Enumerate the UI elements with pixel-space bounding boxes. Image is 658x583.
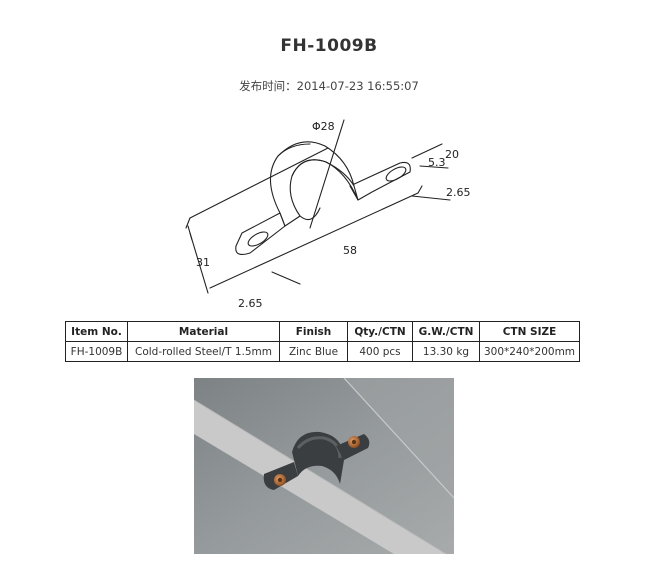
spec-table: Item No. Material Finish Qty./CTN G.W./C… (65, 321, 580, 362)
header-gw-ctn: G.W./CTN (412, 321, 480, 342)
header-finish: Finish (279, 321, 348, 342)
technical-drawing: Φ28 20 5.3 2.65 58 31 2.65 (185, 119, 471, 308)
dim-2-65-left: 2.65 (238, 297, 263, 308)
spec-table-header: Item No. Material Finish Qty./CTN G.W./C… (65, 321, 580, 342)
dim-20: 20 (445, 148, 459, 161)
dim-diameter: Φ28 (312, 120, 335, 133)
publish-date-value: 2014-07-23 16:55:07 (296, 79, 419, 93)
publish-date: 发布时间：2014-07-23 16:55:07 (0, 78, 658, 94)
cell-ctn-size: 300*240*200mm (479, 341, 580, 362)
cell-gw-ctn: 13.30 kg (412, 341, 480, 362)
publish-date-label: 发布时间： (239, 79, 297, 93)
dim-5-3: 5.3 (428, 156, 446, 169)
dim-2-65-right: 2.65 (446, 186, 471, 199)
header-qty-ctn: Qty./CTN (347, 321, 413, 342)
dim-31: 31 (196, 256, 210, 269)
dim-58: 58 (343, 244, 357, 257)
cell-qty-ctn: 400 pcs (347, 341, 413, 362)
table-row: FH-1009B Cold-rolled Steel/T 1.5mm Zinc … (65, 341, 580, 362)
cell-item-no: FH-1009B (65, 341, 128, 362)
header-material: Material (127, 321, 280, 342)
header-ctn-size: CTN SIZE (479, 321, 580, 342)
page-title: FH-1009B (280, 36, 378, 56)
cell-material: Cold-rolled Steel/T 1.5mm (127, 341, 280, 362)
cell-finish: Zinc Blue (279, 341, 348, 362)
header-item-no: Item No. (65, 321, 128, 342)
product-photo (194, 378, 454, 554)
